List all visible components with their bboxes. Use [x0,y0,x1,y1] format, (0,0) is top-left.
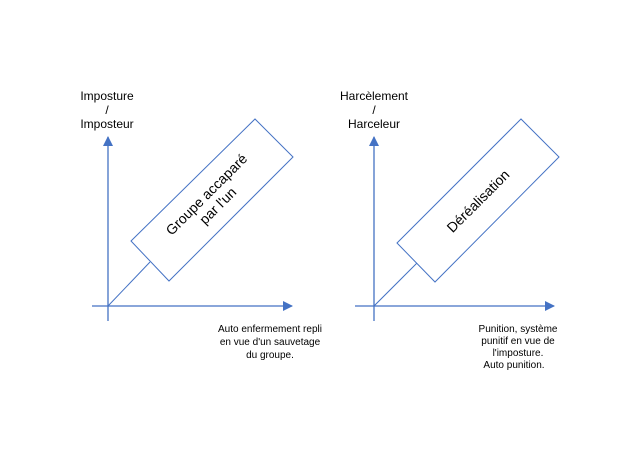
diagram-right: Harcèlement / Harceleur Déréalisation Pu… [340,89,560,371]
diagonal-connector [373,262,418,307]
y-label-line: Harcèlement [340,89,409,103]
diagram-left: Imposture / Imposteur Groupe accaparé pa… [80,89,322,361]
diagonal-box [130,118,294,282]
y-label-line: Harceleur [348,117,400,131]
x-caption-line: l'imposture. [493,348,544,359]
y-label-line: Imposture [80,89,134,103]
diagonal-connector [107,261,151,307]
x-caption-line: en vue d'un sauvetage [220,337,321,348]
x-caption-line: Punition, système [479,324,558,335]
x-caption-line: punitif en vue de [481,336,555,347]
y-label-line: Imposteur [80,117,133,131]
diagonal-box [396,118,560,283]
x-caption-line: Auto punition. [483,360,544,371]
y-label-line: / [372,103,376,117]
x-caption-line: Auto enfermement repli [218,324,322,335]
y-label-line: / [105,103,109,117]
x-caption-line: du groupe. [246,350,294,361]
